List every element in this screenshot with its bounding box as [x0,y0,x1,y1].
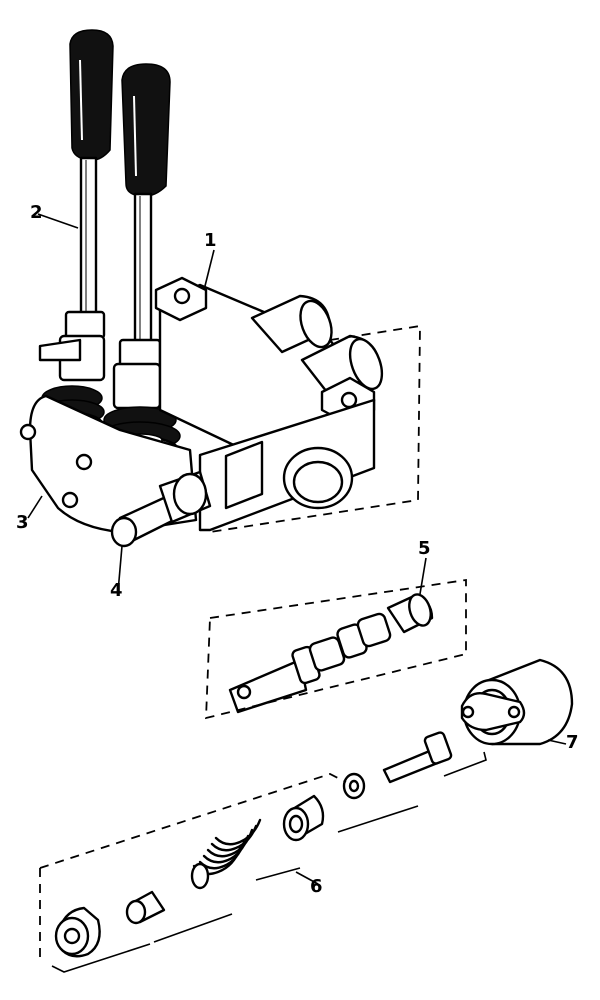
valve-body [19,276,384,548]
callout-4: 4 [110,580,123,601]
spool [228,593,434,714]
kit-bracket-mid [153,913,233,943]
callout-5: 5 [418,538,431,559]
kit-bracket-right [337,805,419,833]
leader-7 [547,739,567,745]
kit-bracket-bottom [51,943,151,973]
callout-6: 6 [310,876,323,897]
spring-kit [54,731,453,958]
spring-coils [190,818,262,890]
callout-2: 2 [30,202,43,223]
kit-bracket-spring [255,867,301,881]
callout-3: 3 [16,512,29,533]
callout-7: 7 [566,732,579,753]
spring-cap [460,658,574,746]
leader-5 [419,557,427,595]
leader-2 [37,213,79,229]
kit-bracket-end [443,751,487,777]
leader-6 [295,871,319,885]
lever-rear [39,29,114,437]
body-outline [209,324,421,533]
callout-1: 1 [204,230,217,251]
kit-outline-top [39,773,347,869]
leader-3 [27,495,43,519]
leader-1 [203,249,215,291]
leader-4 [117,545,123,593]
